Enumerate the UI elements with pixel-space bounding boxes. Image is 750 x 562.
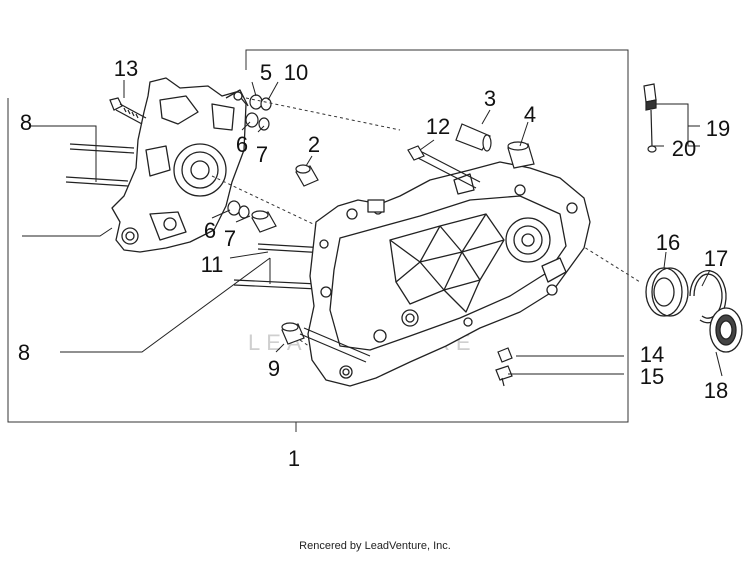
assembly-bracket [7, 49, 629, 432]
part-15-screw [495, 365, 513, 387]
callout-15: 15 [640, 364, 664, 389]
callout-6-lower: 6 [204, 218, 216, 243]
callout-13: 13 [114, 56, 138, 81]
part-18-oil-seal [709, 307, 743, 353]
part-14-plug [497, 347, 513, 363]
part-3-sleeve [455, 123, 492, 152]
callout-14: 14 [640, 342, 664, 367]
washers-5-10 [245, 94, 272, 131]
part-4-bushing [507, 141, 535, 169]
callout-8-lower: 8 [18, 340, 30, 365]
callout-3: 3 [484, 86, 496, 111]
part-19-dipstick [643, 83, 657, 153]
part-12-bolt [407, 145, 481, 189]
callout-19: 19 [706, 116, 730, 141]
callout-16: 16 [656, 230, 680, 255]
callout-4: 4 [524, 102, 536, 127]
callout-11: 11 [201, 252, 224, 277]
leader-lines [22, 80, 723, 377]
footer-credit: Rencered by LeadVenture, Inc. [299, 540, 451, 552]
callout-1: 1 [288, 446, 300, 471]
callout-18: 18 [704, 378, 728, 403]
callout-5: 5 [260, 60, 272, 85]
part-7-sleeve [251, 210, 277, 233]
callout-7-upper: 7 [256, 142, 268, 167]
callout-12: 12 [426, 114, 450, 139]
callout-9: 9 [268, 356, 280, 381]
callout-labels: 1 2 3 4 5 6 7 6 7 8 8 9 10 11 12 13 14 1… [18, 56, 730, 471]
part-8-studs-upper [65, 143, 135, 187]
left-crankcase-half [111, 77, 249, 253]
washers-6-7-lower [227, 200, 250, 219]
callout-6-upper: 6 [236, 132, 248, 157]
callout-2: 2 [308, 132, 320, 157]
callout-20: 20 [672, 136, 696, 161]
right-crankcase-half [307, 161, 591, 387]
callout-10: 10 [284, 60, 308, 85]
part-9-dowel [281, 322, 305, 345]
part-8-studs-lower [299, 327, 371, 363]
callout-8-upper: 8 [20, 110, 32, 135]
part-2-dowel [295, 164, 319, 187]
part-16-bearing [645, 267, 689, 317]
callout-7-lower: 7 [224, 226, 236, 251]
callout-17: 17 [704, 246, 728, 271]
part-13-bolt [109, 97, 147, 125]
